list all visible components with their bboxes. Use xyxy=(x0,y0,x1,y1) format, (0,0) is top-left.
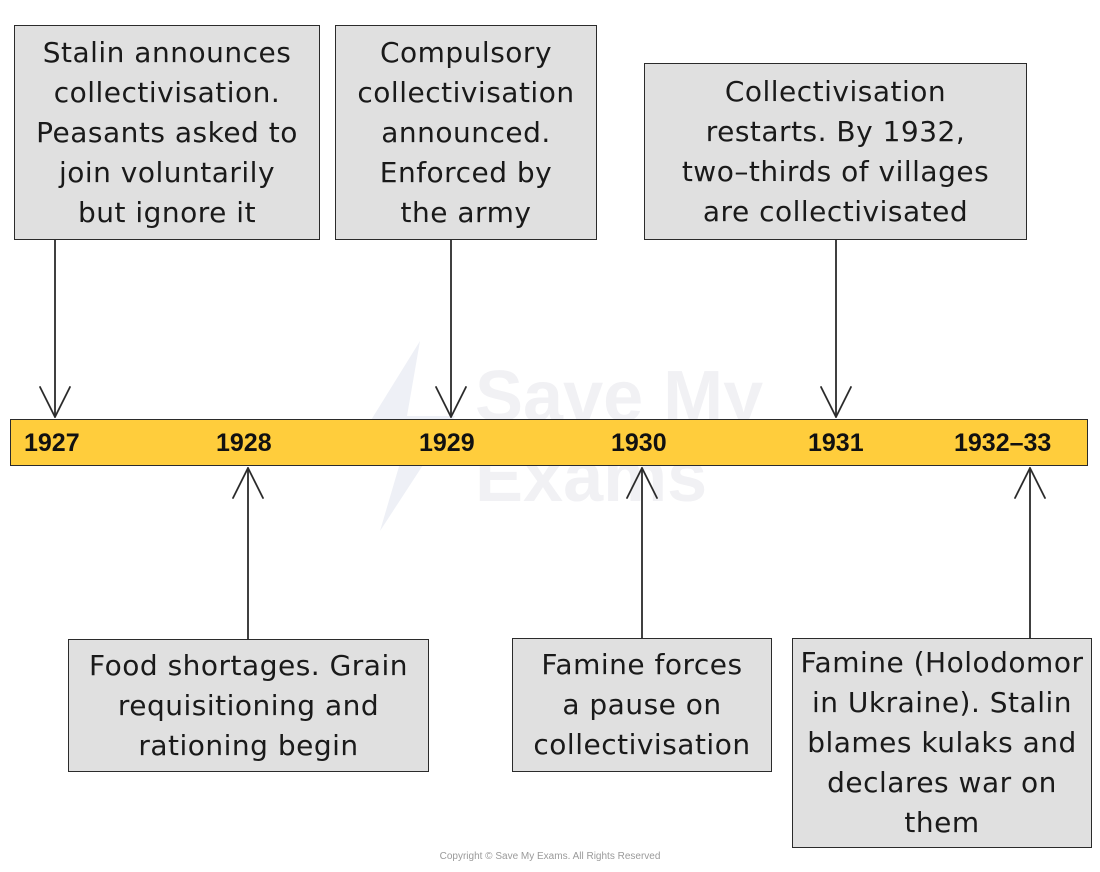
event-box-1929: Compulsory collectivisation announced. E… xyxy=(335,25,597,240)
arrow-down-1929 xyxy=(435,239,467,418)
copyright-footer: Copyright © Save My Exams. All Rights Re… xyxy=(439,851,661,862)
arrow-up-1928 xyxy=(232,467,264,640)
event-text-1932-33: Famine (Holodomor in Ukraine). Stalin bl… xyxy=(800,646,1084,839)
event-text-1931: Collectivisation restarts. By 1932, two–… xyxy=(681,74,990,228)
timeline-bar xyxy=(10,419,1088,466)
event-text-1929: Compulsory collectivisation announced. E… xyxy=(357,35,575,229)
event-text-1927: Stalin announces collectivisation. Peasa… xyxy=(36,35,298,229)
event-box-1927: Stalin announces collectivisation. Peasa… xyxy=(14,25,320,240)
year-label-1929: 1929 xyxy=(419,429,475,457)
year-label-1928: 1928 xyxy=(216,429,272,457)
arrow-up-1932-33 xyxy=(1014,467,1046,639)
year-label-1927: 1927 xyxy=(24,429,80,457)
event-box-1930: Famine forces a pause on collectivisatio… xyxy=(512,638,772,772)
event-box-1928: Food shortages. Grain requisitioning and… xyxy=(68,639,429,772)
year-label-1930: 1930 xyxy=(611,429,667,457)
event-box-1932-33: Famine (Holodomor in Ukraine). Stalin bl… xyxy=(792,638,1092,848)
event-text-1930: Famine forces a pause on collectivisatio… xyxy=(533,648,751,761)
arrow-up-1930 xyxy=(626,467,658,639)
event-box-1931: Collectivisation restarts. By 1932, two–… xyxy=(644,63,1027,240)
arrow-down-1931 xyxy=(820,239,852,418)
year-label-1932-33: 1932–33 xyxy=(954,429,1052,457)
arrow-down-1927 xyxy=(39,239,71,418)
event-text-1928: Food shortages. Grain requisitioning and… xyxy=(89,648,408,762)
year-label-1931: 1931 xyxy=(808,429,864,457)
